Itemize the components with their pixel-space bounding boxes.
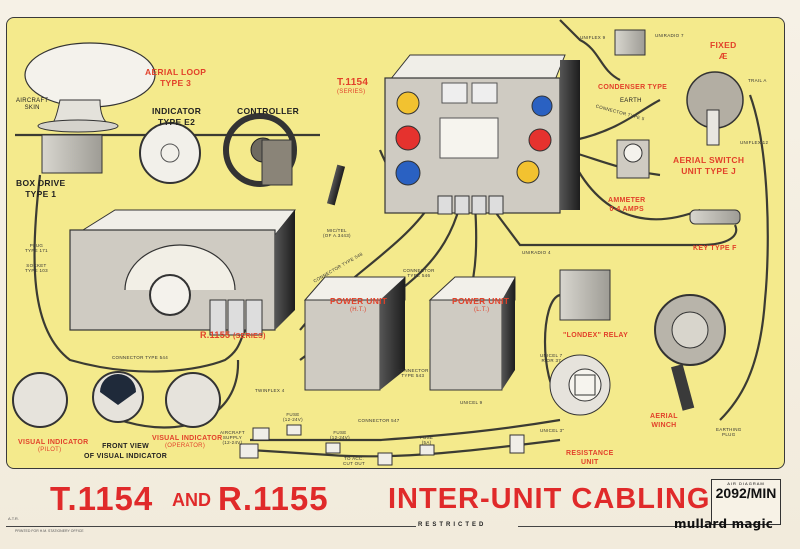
label-mic-tel: MIC/TEL(OF A.3443): [323, 228, 351, 238]
label-transmitter-sub: (SERIES): [337, 89, 366, 95]
label-receiver-sub: (SERIES): [233, 333, 266, 340]
label-controller: CONTROLLER: [237, 106, 300, 116]
label-trail-a: TRAIL A: [748, 78, 767, 83]
title-r1155: R.1155: [218, 480, 329, 517]
label-fuse-1: FUSE(12-24V): [283, 412, 303, 422]
title-rule-left: [6, 526, 416, 527]
label-visual-indicator-operator: VISUAL INDICATOR: [152, 435, 223, 442]
label-visual-indicator-operator-sub: (OPERATOR): [165, 443, 206, 449]
indicator-e2-illustration: [139, 122, 201, 184]
label-transmitter: T.1154: [337, 77, 369, 88]
title-rule-right: [518, 526, 708, 527]
visual-indicator-operator-illustration: [165, 372, 221, 428]
diagram-number: 2092/MIN: [715, 485, 777, 501]
morse-key-illustration: [689, 209, 741, 225]
label-power-unit-ht-sub: (H.T.): [350, 307, 367, 313]
aerial-winch-illustration: [654, 294, 726, 411]
aerial-loop-illustration: [24, 42, 156, 133]
power-unit-ht-illustration: [303, 276, 406, 391]
label-visual-indicator-pilot-sub: (PILOT): [38, 447, 62, 453]
label-earth: EARTH: [620, 98, 642, 104]
label-fuse-2: FUSE(12-24V): [330, 430, 350, 440]
cable-ammeter-1: [569, 154, 701, 221]
visual-indicator-pilot-illustration: [12, 372, 68, 428]
cable-box-drive-receiver: [33, 174, 246, 373]
receiver-r1155-illustration: [69, 209, 297, 336]
label-key: KEY TYPE F: [693, 245, 737, 252]
label-unicel-9: UNICEL 9: [460, 400, 483, 405]
title-inter-unit-cabling: INTER-UNIT CABLING: [388, 483, 711, 515]
label-connector-544: CONNECTOR TYPE 544: [112, 355, 168, 360]
condenser-illustration: [614, 29, 646, 56]
cable-uniradio-7-right: [719, 94, 769, 421]
label-unicel-3: UNICEL 3": [540, 428, 565, 433]
cable-uniradio-4: [489, 204, 738, 247]
label-to-acc-cutout: TO ACC.CUT OUT: [343, 456, 366, 466]
title-and: AND: [172, 490, 211, 510]
diagram-number-box: AIR DIAGRAM 2092/MIN: [711, 479, 781, 525]
watermark: mullard magic: [674, 517, 774, 531]
label-power-unit-lt-sub: (L.T.): [474, 307, 490, 313]
label-connector-547: CONNECTOR 547: [358, 418, 400, 423]
label-uniflex-12: UNIFLEX 12: [740, 140, 769, 145]
cable-uniflex-9: [559, 19, 621, 81]
londex-relay-illustration: [559, 269, 611, 321]
label-twinflex-4: TWINFLEX 4: [255, 388, 285, 393]
label-receiver: R.1155: [200, 330, 231, 340]
diagram-box-header: AIR DIAGRAM: [727, 481, 765, 486]
label-uniradio-4: UNIRADIO 4: [522, 250, 551, 255]
power-unit-lt-illustration: [428, 276, 516, 391]
artist-mark: A.T.R.: [8, 516, 19, 521]
printer-line: PRINTED FOR H.M. STATIONERY OFFICE: [15, 529, 84, 533]
label-uniradio-7: UNIRADIO 7: [655, 33, 684, 38]
label-power-unit-lt: POWER UNIT: [452, 296, 510, 306]
mic-tel-illustration: [326, 164, 346, 206]
controller-illustration: [223, 113, 297, 187]
label-relay: "LONDEX" RELAY: [563, 332, 629, 339]
cable-uniradio-7: [574, 99, 661, 142]
label-condenser: CONDENSER TYPE: [598, 84, 668, 91]
label-uniflex-9: UNIFLEX 9: [580, 35, 606, 40]
resistance-unit-illustration: [549, 354, 611, 416]
aerial-switch-illustration: [686, 71, 744, 146]
label-visual-indicator-pilot: VISUAL INDICATOR: [18, 439, 89, 446]
title-t1154: T.1154: [50, 480, 154, 517]
box-drive-illustration: [41, 134, 103, 174]
label-power-unit-ht: POWER UNIT: [330, 296, 388, 306]
classification-label: RESTRICTED: [418, 522, 487, 528]
cable-fuse-line-1: [250, 418, 561, 442]
fuse-boxes: [239, 424, 525, 466]
transmitter-t1154-illustration: [384, 54, 580, 215]
label-fuse-3: FUSE(5A): [420, 435, 434, 445]
